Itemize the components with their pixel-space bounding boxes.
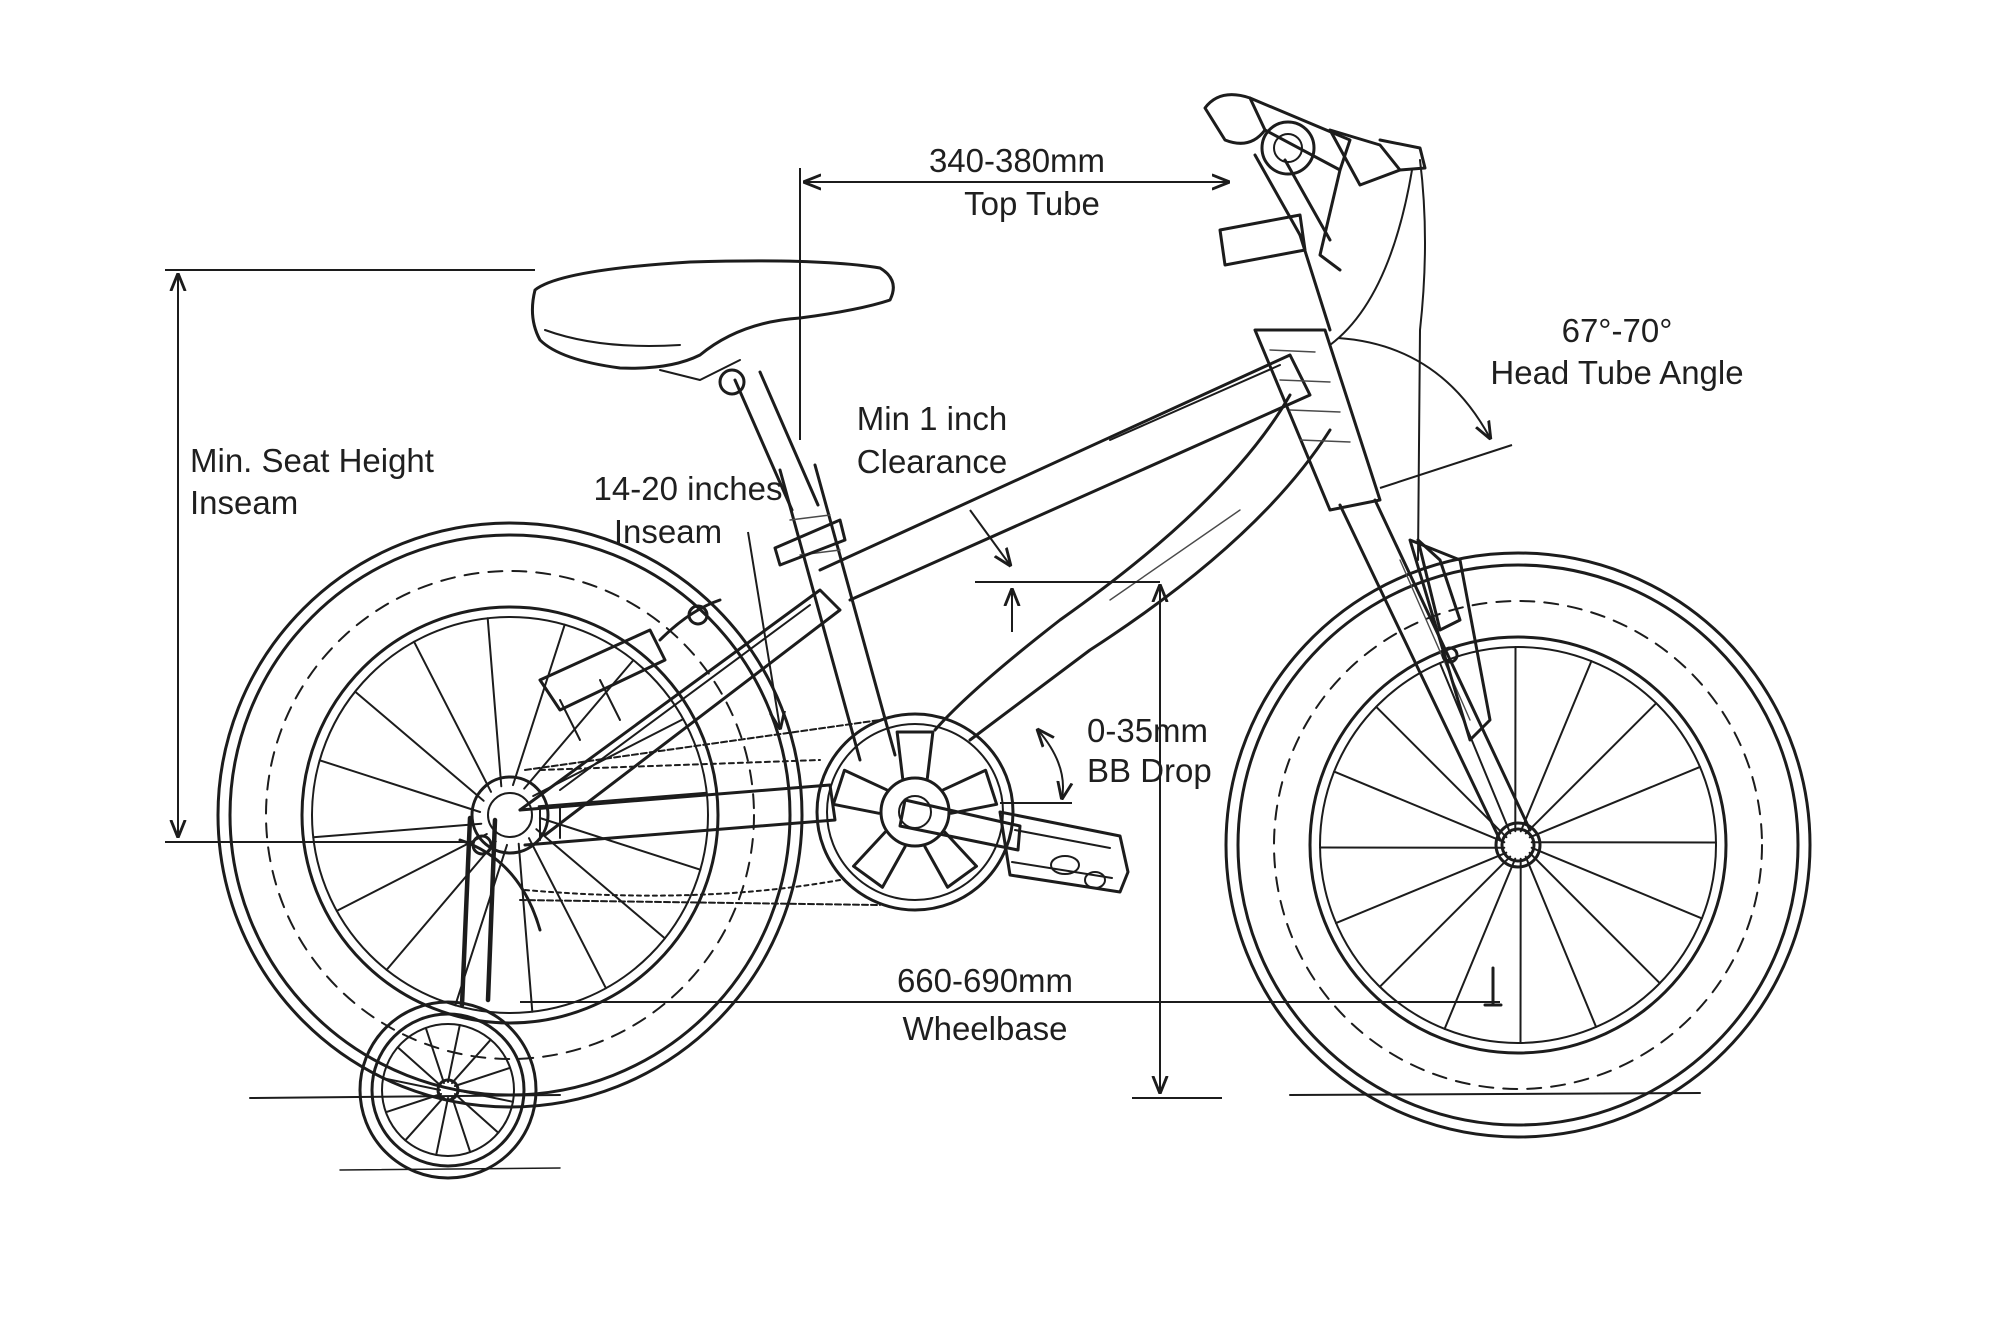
spoke bbox=[512, 623, 566, 787]
spoke bbox=[1378, 855, 1512, 988]
chainring bbox=[815, 712, 1015, 912]
clearance-label-line1: Min 1 inch bbox=[857, 400, 1007, 437]
spoke bbox=[312, 822, 483, 839]
spoke bbox=[1524, 855, 1598, 1028]
front-brake bbox=[1416, 538, 1462, 664]
clearance-label-line2: Clearance bbox=[857, 443, 1007, 480]
saddle bbox=[530, 259, 895, 396]
spoke bbox=[1438, 662, 1512, 835]
spoke bbox=[1524, 702, 1658, 835]
spoke bbox=[455, 1089, 514, 1103]
rear-brake bbox=[538, 598, 722, 741]
wheelbase-value-label: 660-690mm bbox=[897, 962, 1073, 999]
spoke bbox=[1443, 857, 1517, 1030]
top-tube-name-label: Top Tube bbox=[964, 185, 1100, 222]
spoke bbox=[517, 842, 534, 1013]
bb-drop-name-label: BB Drop bbox=[1087, 752, 1212, 789]
spoke bbox=[486, 617, 503, 788]
spoke bbox=[1519, 660, 1593, 833]
chain bbox=[519, 719, 881, 906]
head-angle-name-label: Head Tube Angle bbox=[1490, 354, 1743, 391]
wheelbase-name-label: Wheelbase bbox=[902, 1010, 1067, 1047]
seat-height-label-line1: Min. Seat Height bbox=[190, 442, 434, 479]
front-wheel bbox=[1224, 551, 1812, 1139]
spoke bbox=[1530, 846, 1703, 920]
spoke bbox=[451, 1038, 492, 1085]
crank-and-pedal bbox=[898, 798, 1130, 894]
spoke bbox=[453, 1066, 512, 1087]
spoke bbox=[538, 817, 702, 871]
training-wheel bbox=[358, 815, 542, 1180]
chainring-arm bbox=[941, 768, 999, 815]
spoke bbox=[1335, 851, 1508, 925]
spoke bbox=[453, 1093, 500, 1134]
top-tube-value-label: 340-380mm bbox=[929, 142, 1105, 179]
chainring-arm bbox=[895, 730, 935, 780]
spoke bbox=[382, 1077, 441, 1091]
dimension-lines bbox=[165, 168, 1513, 1099]
spoke bbox=[528, 837, 607, 990]
spoke bbox=[1375, 705, 1508, 839]
chainring-arm bbox=[831, 768, 889, 815]
spoke bbox=[396, 1046, 443, 1087]
bb-drop-value-label: 0-35mm bbox=[1087, 712, 1208, 749]
seat-height-label-line2: Inseam bbox=[190, 484, 298, 521]
head-angle-value-label: 67°-70° bbox=[1562, 312, 1673, 349]
handlebar bbox=[1203, 93, 1427, 561]
seatpost bbox=[733, 370, 847, 567]
valve-stem bbox=[1483, 966, 1503, 1007]
spoke bbox=[335, 833, 488, 912]
spoke bbox=[447, 1024, 461, 1083]
chainring-arm bbox=[923, 830, 979, 889]
spoke bbox=[354, 690, 485, 802]
spoke bbox=[451, 1095, 472, 1154]
spoke bbox=[1528, 851, 1661, 985]
spoke bbox=[404, 1095, 445, 1142]
spoke bbox=[384, 1093, 443, 1114]
spoke bbox=[435, 1097, 449, 1156]
dimension-labels: 340-380mm Top Tube Min. Seat Height Inse… bbox=[190, 142, 1744, 1047]
spoke bbox=[535, 828, 666, 940]
spoke bbox=[413, 640, 492, 793]
rear-wheel bbox=[216, 521, 804, 1109]
inseam-label-line2: Inseam bbox=[614, 513, 722, 550]
spoke bbox=[318, 759, 482, 813]
spoke bbox=[1528, 765, 1701, 839]
spoke bbox=[537, 791, 708, 808]
chainring-arm bbox=[851, 830, 907, 889]
spoke bbox=[1333, 770, 1506, 844]
spoke bbox=[385, 840, 497, 971]
spoke bbox=[424, 1026, 445, 1085]
inseam-label-line1: 14-20 inches bbox=[594, 470, 783, 507]
